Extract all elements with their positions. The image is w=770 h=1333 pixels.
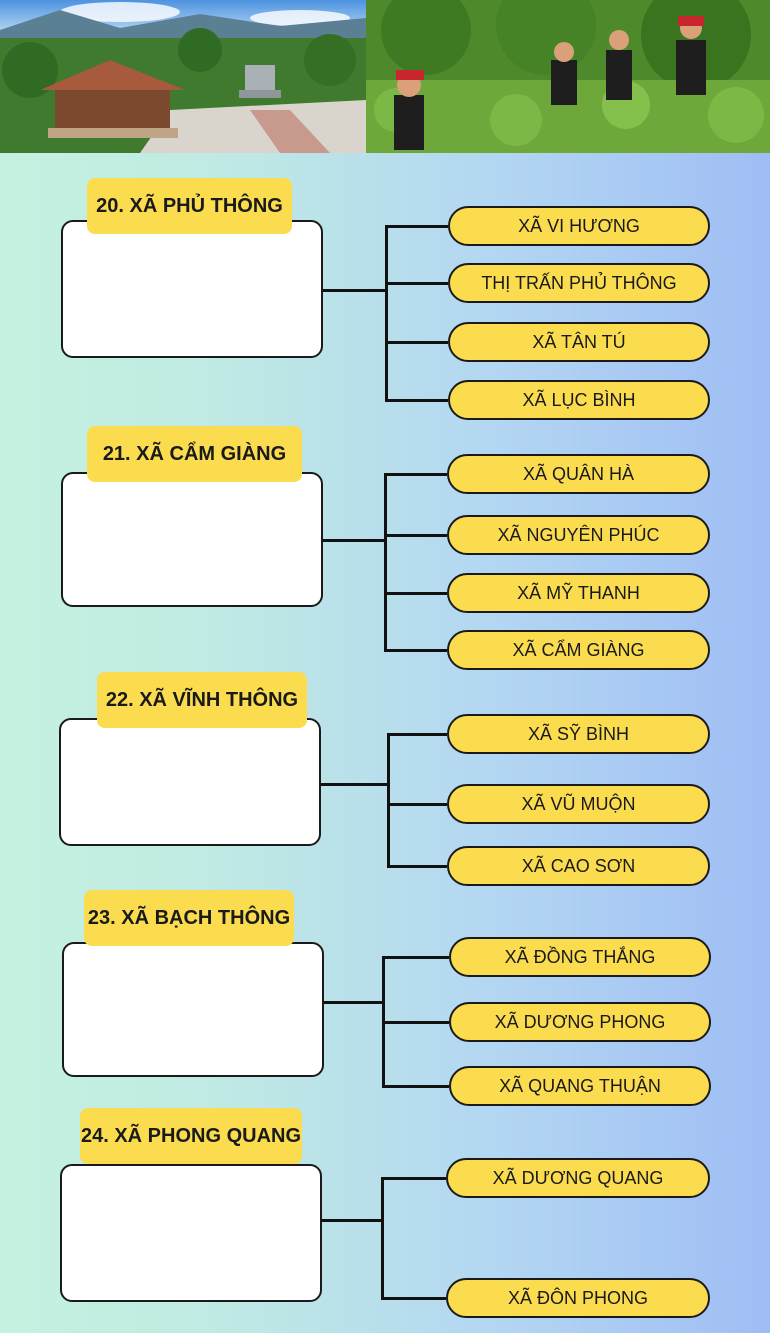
connector-branch [385, 472, 447, 476]
sub-commune-pill: XÃ DƯƠNG QUANG [446, 1158, 710, 1198]
connector-line [324, 1000, 385, 1004]
connector-branch [388, 732, 447, 736]
connector-bus [380, 1176, 384, 1300]
sub-commune-pill: XÃ VŨ MUỘN [447, 784, 710, 824]
commune-info-card [61, 472, 323, 607]
connector-bus [384, 224, 388, 402]
commune-info-card [59, 718, 321, 846]
connector-branch [385, 591, 447, 595]
connector-branch [386, 224, 448, 228]
connector-branch [385, 648, 447, 652]
sub-commune-pill: XÃ MỸ THANH [447, 573, 710, 613]
commune-info-card [61, 220, 323, 358]
connector-bus [383, 472, 387, 652]
sub-commune-pill: XÃ LỤC BÌNH [448, 380, 710, 420]
sub-commune-pill: XÃ NGUYÊN PHÚC [447, 515, 710, 555]
connector-bus [386, 732, 390, 868]
sub-commune-pill: XÃ CAO SƠN [447, 846, 710, 886]
connector-branch [386, 281, 448, 285]
memorial-site-photo [0, 0, 366, 153]
connector-branch [385, 533, 447, 537]
connector-line [321, 782, 390, 786]
commune-info-card [62, 942, 324, 1077]
commune-title: 24. XÃ PHONG QUANG [80, 1108, 302, 1164]
header-photos [0, 0, 770, 153]
connector-branch [388, 864, 447, 868]
connector-branch [382, 1176, 446, 1180]
sub-commune-pill: XÃ QUANG THUẬN [449, 1066, 711, 1106]
sub-commune-pill: XÃ QUÂN HÀ [447, 454, 710, 494]
connector-branch [383, 955, 449, 959]
sub-commune-pill: XÃ SỸ BÌNH [447, 714, 710, 754]
commune-title: 21. XÃ CẨM GIÀNG [87, 426, 302, 482]
connector-branch [383, 1020, 449, 1024]
commune-title: 22. XÃ VĨNH THÔNG [97, 672, 307, 728]
connector-line [322, 1218, 384, 1222]
sub-commune-pill: THỊ TRẤN PHỦ THÔNG [448, 263, 710, 303]
sub-commune-pill: XÃ ĐỒNG THẮNG [449, 937, 711, 977]
connector-branch [383, 1084, 449, 1088]
sub-commune-pill: XÃ TÂN TÚ [448, 322, 710, 362]
sub-commune-pill: XÃ VI HƯƠNG [448, 206, 710, 246]
commune-title: 20. XÃ PHỦ THÔNG [87, 178, 292, 234]
connector-branch [386, 398, 448, 402]
sub-commune-pill: XÃ ĐÔN PHONG [446, 1278, 710, 1318]
connector-line [323, 538, 387, 542]
connector-branch [386, 340, 448, 344]
commune-info-card [60, 1164, 322, 1302]
connector-branch [382, 1296, 446, 1300]
connector-branch [388, 802, 447, 806]
tea-picking-photo [366, 0, 770, 153]
connector-line [323, 288, 388, 292]
commune-title: 23. XÃ BẠCH THÔNG [84, 890, 294, 946]
sub-commune-pill: XÃ CẨM GIÀNG [447, 630, 710, 670]
sub-commune-pill: XÃ DƯƠNG PHONG [449, 1002, 711, 1042]
